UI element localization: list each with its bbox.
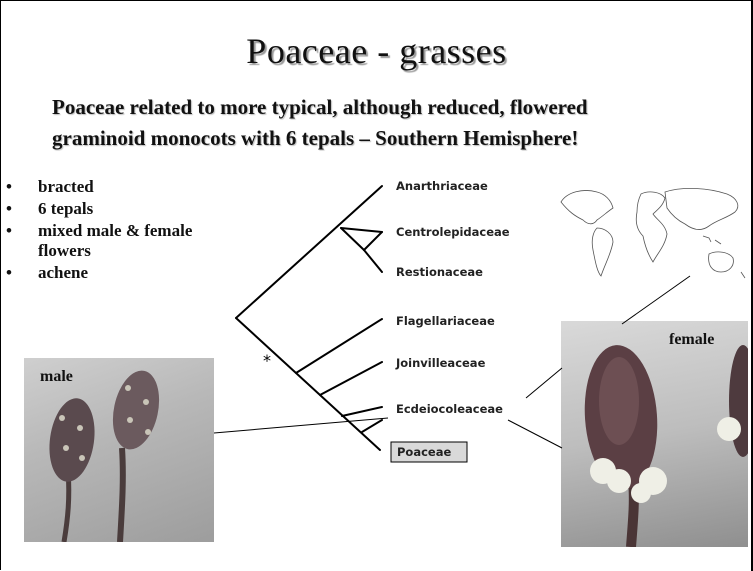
node-marker: *: [263, 351, 271, 370]
taxon-flagellariaceae: Flagellariaceae: [396, 314, 495, 328]
branch-ecdeiocoleaceae: [342, 407, 382, 416]
connector-female-to-ecdeiocoleaceae: [526, 368, 562, 398]
taxon-poaceae: Poaceae: [397, 445, 451, 459]
root-to-anarthriaceae: [236, 186, 382, 318]
branch-centrolepidaceae-split: [364, 232, 382, 250]
branch-joinvilleaceae: [320, 362, 382, 395]
root-to-lower-clade: [236, 318, 380, 450]
branch-centrolepidaceae: [341, 228, 382, 232]
connector-male-to-ecdeiocoleaceae: [214, 418, 388, 433]
connector-map-to-female: [622, 276, 690, 324]
branch-restionaceae: [364, 250, 382, 272]
taxon-joinvilleaceae: Joinvilleaceae: [395, 356, 486, 370]
branch-flagellariaceae: [296, 319, 382, 373]
connector-female-to-poaceae: [508, 420, 562, 448]
branch-poaceae: [362, 420, 382, 432]
taxon-restionaceae: Restionaceae: [396, 265, 483, 279]
branch-restionaceae-stem: [341, 228, 364, 250]
taxon-ecdeiocoleaceae: Ecdeiocoleaceae: [396, 402, 503, 416]
taxon-centrolepidaceae: Centrolepidaceae: [396, 225, 510, 239]
taxon-anarthriaceae: Anarthriaceae: [396, 179, 488, 193]
